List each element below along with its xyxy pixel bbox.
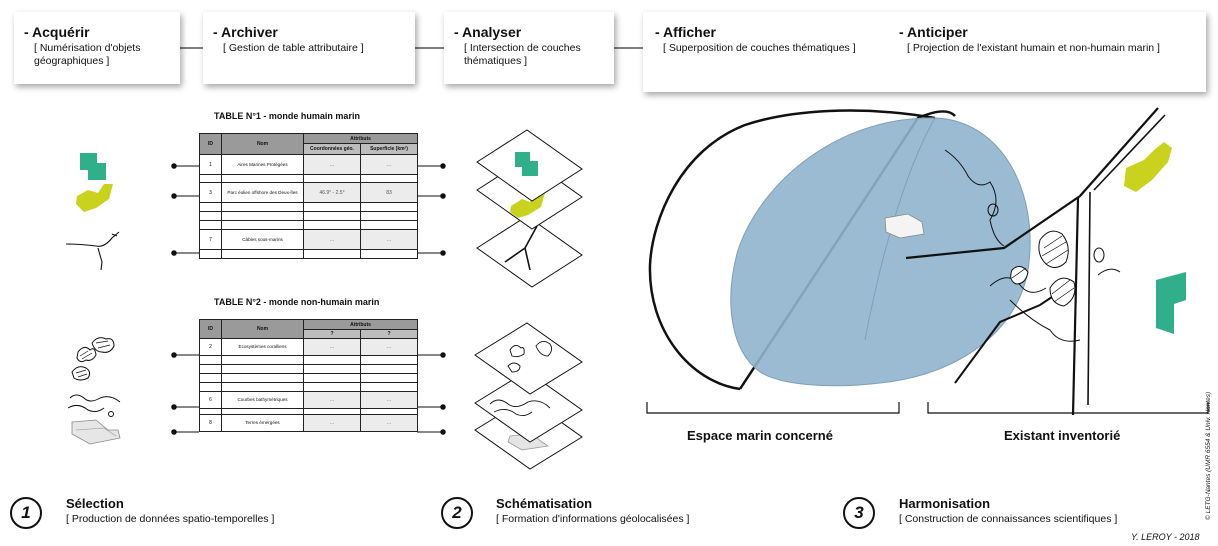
layer-stack-human [476, 129, 583, 288]
phase-desc: [ Superposition de couches thématiques ] [663, 42, 856, 54]
phase-desc: [ Numérisation d'objets géographiques ] [34, 42, 141, 67]
phase-box-archiver: - Archiver [ Gestion de table attributai… [203, 12, 415, 84]
caption-brackets [646, 402, 1209, 414]
cell-attr2: ... [360, 229, 418, 250]
land-piece [884, 213, 925, 239]
table2-title: TABLE N°2 - monde non-humain marin [214, 297, 380, 307]
step-desc: [ Construction de connaissances scientif… [899, 513, 1118, 525]
table1-title: TABLE N°1 - monde humain marin [214, 111, 360, 121]
attribute-table-2: ID Nom Attributs ? ? 2 Ecosystèmes coral… [199, 319, 418, 432]
col-id-header: ID [199, 133, 222, 155]
caption-espace-marin: Espace marin concerné [687, 428, 833, 443]
land-icon [71, 419, 121, 445]
windfarm-lime-shape-right [1124, 142, 1172, 192]
layer-plane-cables [476, 215, 583, 288]
layer-plane-bathymetry [474, 370, 583, 443]
table-row: 8 Terres émergées ... ... [199, 414, 418, 432]
lab-credit-vertical: © LETG-Nantes (UMR 6554 & Univ. Nantes) [1205, 391, 1212, 520]
mpa-teal-icon [80, 153, 106, 180]
table-row-empty [199, 382, 418, 392]
coral-icon [71, 337, 115, 381]
cell-attr1: 46.9° - 2.5° [303, 182, 361, 203]
phase-title: - Anticiper [899, 24, 968, 40]
attribute-table-1: ID Nom Attributs Coordonnées géo. Superf… [199, 133, 418, 259]
table-row: 7 Câbles sous-marins ... ... [199, 229, 418, 250]
cell-attr1: ... [303, 154, 361, 175]
cell-attr1: ... [303, 391, 361, 409]
col-nom-header: Nom [221, 319, 304, 339]
cell-attr1: ... [303, 414, 361, 432]
windfarm-lime-icon [76, 184, 113, 212]
phase-title: - Afficher [655, 24, 716, 40]
cell-nom: Terres émergées [221, 414, 304, 432]
step-title: Sélection [66, 496, 124, 511]
author-credit: Y. LEROY - 2018 [1131, 532, 1200, 542]
table-row-empty [199, 249, 418, 259]
connector-lines [171, 163, 446, 435]
sea-zone [730, 117, 1031, 387]
cell-attr2: ... [360, 154, 418, 175]
step-desc: [ Production de données spatio-temporell… [66, 513, 275, 525]
cell-attr2: ... [360, 338, 418, 356]
table-row: 3 Parc éolien offshore des Deux-Îles 46.… [199, 182, 418, 203]
bathymetry-icon [67, 394, 121, 417]
table-row: 2 Ecosystèmes coralliens ... ... [199, 338, 418, 356]
marine-space-cylinder [648, 109, 1031, 391]
phase-title: - Analyser [454, 24, 522, 40]
step-title: Harmonisation [899, 496, 991, 511]
phase-title: - Acquérir [24, 24, 90, 40]
step-number-3: 3 [843, 497, 875, 529]
phase-title: - Archiver [213, 24, 278, 40]
cable-icon [65, 231, 120, 271]
cell-attr2: ... [360, 391, 418, 409]
caption-existant: Existant inventorié [1004, 428, 1121, 443]
hatched-coral-zones [1010, 230, 1076, 307]
table-row: 6 Courbes bathymétriques ... ... [199, 391, 418, 409]
phase-desc: [ Intersection de couches thématiques ] [464, 42, 581, 67]
layer-stack-nonhuman [474, 322, 583, 470]
table-row: 1 Aires Marines Protégées ... ... [199, 154, 418, 175]
cell-attr2: ... [360, 414, 418, 432]
col-id-header: ID [199, 319, 222, 339]
phase-box-afficher-anticiper: - Afficher [ Superposition de couches th… [643, 12, 1206, 92]
phase-box-analyser: - Analyser [ Intersection de couches thé… [444, 12, 614, 84]
mpa-teal-shape-right [1156, 272, 1186, 334]
step-number-2: 2 [441, 497, 473, 529]
phase-box-acquerir: - Acquérir [ Numérisation d'objets géogr… [14, 12, 180, 84]
phase-desc: [ Gestion de table attributaire ] [223, 42, 364, 54]
layer-plane-coral [474, 322, 583, 395]
cell-attr1: ... [303, 338, 361, 356]
step-title: Schématisation [496, 496, 593, 511]
phase-desc: [ Projection de l'existant humain et non… [907, 42, 1160, 54]
step-number-1: 1 [10, 497, 42, 529]
step-desc: [ Formation d'informations géolocalisées… [496, 513, 690, 525]
